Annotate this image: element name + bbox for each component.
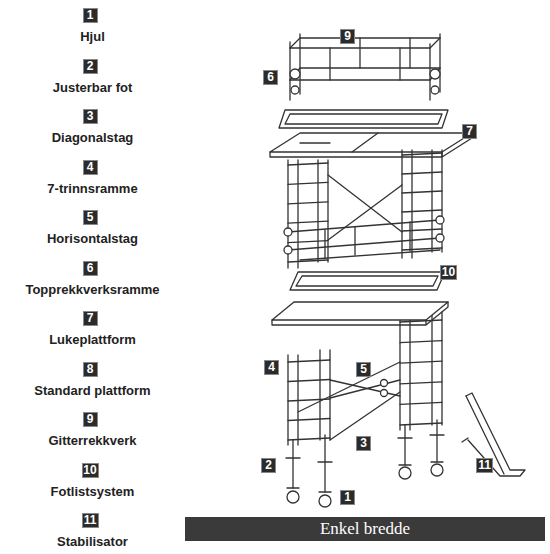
rung: [402, 191, 442, 193]
part-name: Gitterrekkverk: [0, 433, 185, 448]
braces: [298, 362, 400, 440]
horizontal-rails: [284, 216, 444, 260]
step-frames: [288, 150, 442, 445]
legend-entry: 9Gitterrekkverk: [0, 412, 185, 456]
callout-number: 11: [82, 513, 99, 528]
caption: Enkel bredde: [185, 517, 545, 541]
callout-number: 2: [261, 458, 276, 473]
rung: [288, 438, 330, 440]
rung: [288, 260, 328, 262]
callout-number: 11: [476, 458, 493, 473]
rung: [288, 360, 330, 362]
part-name: 7-trinnsramme: [0, 181, 185, 196]
legend-entry: 1Hjul: [0, 8, 185, 52]
part-name: Fotlistsystem: [0, 484, 185, 499]
callout-number: 3: [356, 436, 371, 451]
callout-number: 2: [83, 59, 98, 74]
rung: [288, 221, 328, 223]
callout-number: 10: [82, 463, 99, 478]
toe-board-top: [279, 110, 448, 128]
callout-number: 7: [83, 311, 98, 326]
part-name: Diagonalstag: [0, 130, 185, 145]
rung: [400, 423, 442, 425]
callout-number: 7: [462, 124, 477, 139]
legend-entry: 8Standard plattform: [0, 362, 185, 406]
stabiliser: [462, 393, 525, 476]
rung: [288, 241, 328, 243]
rung: [288, 182, 328, 184]
legend-entry: 5Horisontalstag: [0, 210, 185, 254]
legend-entry: 7Lukeplattform: [0, 311, 185, 355]
callout-number: 5: [83, 210, 98, 225]
part-name: Horisontalstag: [0, 231, 185, 246]
rung: [288, 163, 328, 165]
callout-number: 5: [356, 362, 371, 377]
rung: [402, 210, 442, 212]
callout-number: 8: [83, 362, 98, 377]
part-name: Hjul: [0, 29, 185, 44]
rung: [288, 202, 328, 204]
callout-number: 4: [264, 360, 279, 375]
standard-platform: [272, 302, 448, 325]
callout-number: 3: [83, 109, 98, 124]
callout-number: 10: [440, 265, 457, 280]
rung: [402, 172, 442, 174]
diagonal-brace: [328, 175, 402, 240]
legend-entry: 2Justerbar fot: [0, 59, 185, 103]
toe-board: [290, 272, 445, 290]
rung: [400, 341, 442, 343]
rung: [400, 361, 442, 363]
callout-number: 6: [263, 70, 278, 85]
legend-entry: 11Stabilisator: [0, 513, 185, 554]
part-name: Topprekkverksramme: [0, 282, 185, 297]
part-name: Lukeplattform: [0, 332, 185, 347]
hatch-platform: [270, 133, 472, 157]
jacks-wheels: [286, 420, 444, 507]
callout-number: 9: [340, 29, 355, 44]
callout-number: 6: [83, 261, 98, 276]
part-name: Standard plattform: [0, 383, 185, 398]
rung: [400, 382, 442, 384]
part-name: Justerbar fot: [0, 80, 185, 95]
rung: [400, 402, 442, 404]
part-name: Stabilisator: [0, 534, 185, 549]
legend-entry: 6Topprekkverksramme: [0, 261, 185, 305]
callout-number: 4: [83, 160, 98, 175]
callout-number: 1: [83, 8, 98, 23]
legend-entry: 10Fotlistsystem: [0, 463, 185, 507]
legend-entry: 3Diagonalstag: [0, 109, 185, 153]
callout-number: 1: [340, 490, 355, 505]
rung: [288, 380, 330, 382]
rung: [288, 419, 330, 421]
rung: [402, 229, 442, 231]
guardrail: [290, 34, 440, 100]
caption-band: Enkel bredde: [185, 517, 545, 541]
callout-number: 9: [83, 412, 98, 427]
legend-entry: 4 7-trinnsramme: [0, 160, 185, 204]
rung: [402, 153, 442, 155]
